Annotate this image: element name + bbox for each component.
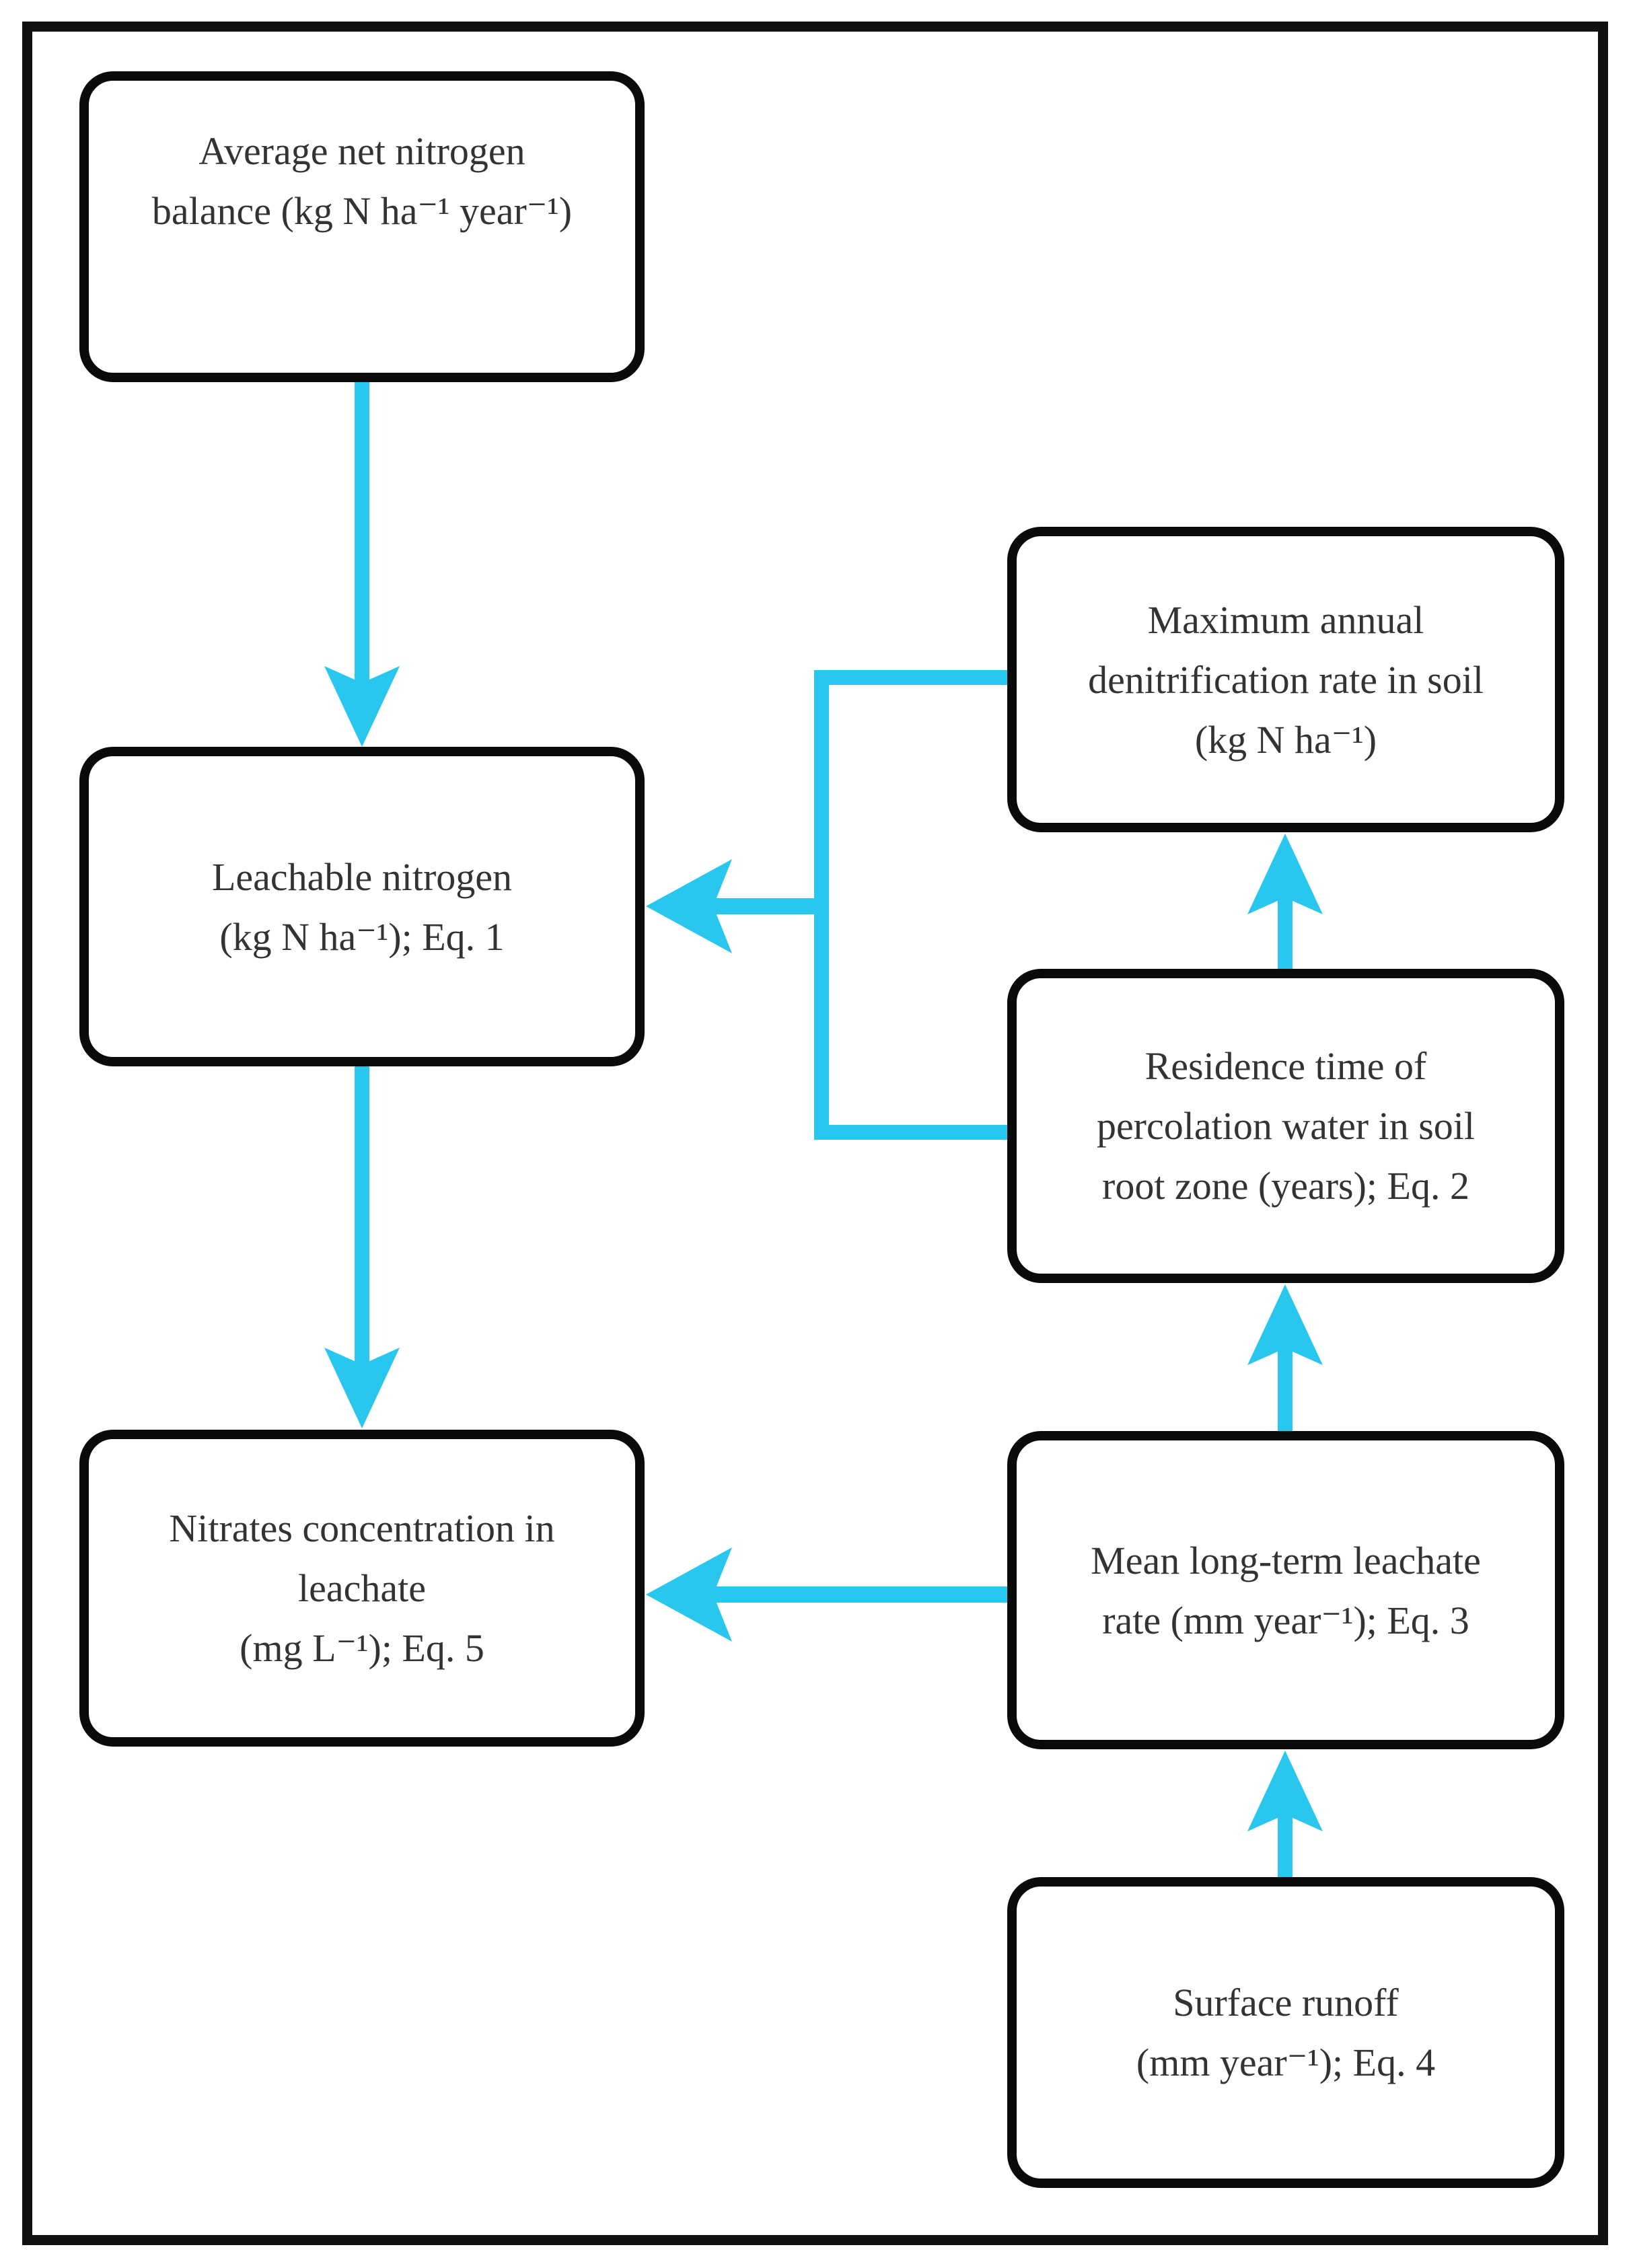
node-text-line: (mm year⁻¹); Eq. 4 <box>1136 2041 1436 2084</box>
node-text-line: denitrification rate in soil <box>1088 657 1484 702</box>
node-surface-runoff: Surface runoff (mm year⁻¹); Eq. 4 <box>1007 1877 1564 2188</box>
node-text-line: leachate <box>298 1566 426 1610</box>
node-text-line: Mean long-term leachate <box>1091 1538 1481 1582</box>
arrow-residence-to-denitrification-icon <box>1247 834 1323 970</box>
arrow-balance-to-leachable-icon <box>324 381 400 747</box>
node-text-line: Surface runoff <box>1173 1981 1399 2024</box>
node-text-line: Nitrates concentration in <box>169 1506 555 1550</box>
node-residence-time-of-percolation-water: Residence time of percolation water in s… <box>1007 969 1564 1283</box>
node-text-line: Leachable nitrogen <box>211 854 513 899</box>
node-mean-long-term-leachate-rate: Mean long-term leachate rate (mm year⁻¹)… <box>1007 1431 1564 1749</box>
node-text-line: Residence time of <box>1144 1044 1427 1088</box>
node-text-line: (kg N ha⁻¹) <box>1194 717 1377 762</box>
figure-border <box>22 22 1608 2245</box>
node-text-line: balance (kg N ha⁻¹ year⁻¹) <box>151 189 573 233</box>
node-nitrates-concentration-in-leachate: Nitrates concentration in leachate (mg L… <box>79 1430 645 1747</box>
arrow-leachable-to-nitrates-icon <box>324 1065 400 1428</box>
node-average-net-nitrogen-balance: Average net nitrogen balance (kg N ha⁻¹ … <box>79 71 645 382</box>
arrow-leachate-rate-to-nitrates-icon <box>646 1547 1009 1642</box>
node-text-line: (mg L⁻¹); Eq. 5 <box>240 1626 484 1670</box>
arrow-runoff-to-leachate-rate-icon <box>1247 1751 1323 1878</box>
node-text-line: Maximum annual <box>1147 597 1424 642</box>
node-maximum-annual-denitrification-rate: Maximum annual denitrification rate in s… <box>1007 527 1564 832</box>
arrow-leachate-rate-to-residence-icon <box>1247 1284 1323 1432</box>
node-text-line: (kg N ha⁻¹); Eq. 1 <box>219 914 505 959</box>
node-text-line: root zone (years); Eq. 2 <box>1102 1164 1469 1208</box>
node-text-line: percolation water in soil <box>1096 1104 1476 1148</box>
connector-denitrification-and-residence-to-leachable-icon <box>646 670 1009 1140</box>
node-text-line: Average net nitrogen <box>198 129 525 173</box>
node-text-line: rate (mm year⁻¹); Eq. 3 <box>1102 1598 1469 1642</box>
node-leachable-nitrogen: Leachable nitrogen (kg N ha⁻¹); Eq. 1 <box>79 747 645 1066</box>
